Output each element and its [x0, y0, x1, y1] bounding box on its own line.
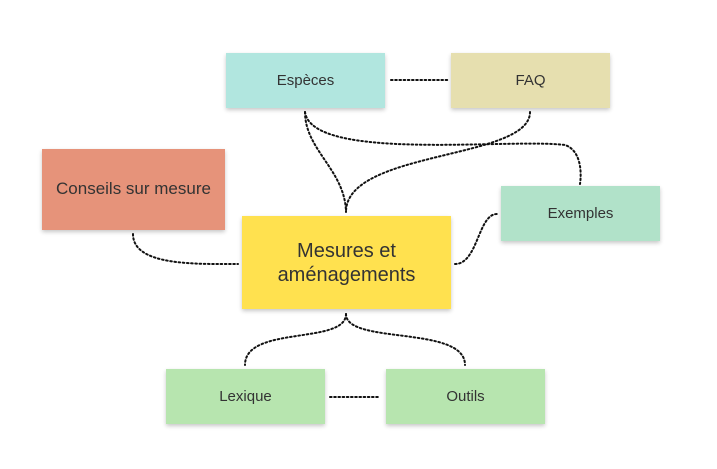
node-outils-label: Outils	[446, 387, 485, 405]
node-lexique[interactable]: Lexique	[166, 369, 325, 424]
node-faq-label: FAQ	[515, 71, 546, 89]
node-lexique-label: Lexique	[219, 387, 272, 405]
connector-especes-exemples	[304, 111, 582, 185]
node-exemples[interactable]: Exemples	[501, 186, 660, 241]
connector-especes-center	[304, 111, 347, 213]
node-center[interactable]: Mesures et aménagements	[242, 216, 451, 309]
connector-center-exemples	[454, 213, 498, 265]
node-center-label: Mesures et aménagements	[277, 239, 416, 286]
node-exemples-label: Exemples	[547, 204, 614, 222]
connector-conseils-center	[132, 233, 239, 266]
node-outils[interactable]: Outils	[386, 369, 545, 424]
node-especes[interactable]: Espèces	[226, 53, 385, 108]
node-conseils-label: Conseils sur mesure	[56, 179, 211, 199]
node-especes-label: Espèces	[276, 71, 335, 89]
node-faq[interactable]: FAQ	[451, 53, 610, 108]
node-conseils[interactable]: Conseils sur mesure	[42, 149, 225, 230]
connector-center-lexique	[244, 313, 347, 366]
connector-center-outils	[345, 313, 466, 366]
